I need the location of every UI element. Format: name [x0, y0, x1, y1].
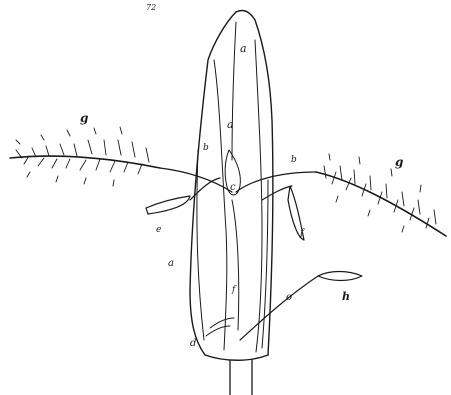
ovary	[225, 150, 240, 330]
label-palea-left: a	[168, 258, 174, 269]
label-glume-top: a	[240, 42, 247, 55]
lodicule	[206, 318, 234, 336]
label-filament: f	[231, 285, 237, 295]
label-ovary: c	[230, 182, 236, 193]
label-lower-anther: h	[342, 290, 350, 303]
label-lemma: a	[227, 118, 234, 131]
label-lodicule: d	[190, 338, 196, 349]
label-lower-mark: o	[286, 292, 292, 303]
pedicel	[230, 360, 252, 395]
right-stigma	[316, 154, 446, 236]
label-style-right: b	[291, 155, 297, 165]
left-stigma	[10, 127, 160, 186]
styles	[160, 168, 316, 192]
label-style-left: b	[203, 143, 209, 153]
left-anther	[146, 178, 220, 214]
label-right-stigma: g	[395, 155, 403, 169]
label-right-anther: f	[299, 228, 306, 239]
corner-mark: 72	[146, 3, 156, 12]
label-left-stigma: g	[80, 111, 88, 125]
label-left-anther: e	[156, 225, 161, 235]
